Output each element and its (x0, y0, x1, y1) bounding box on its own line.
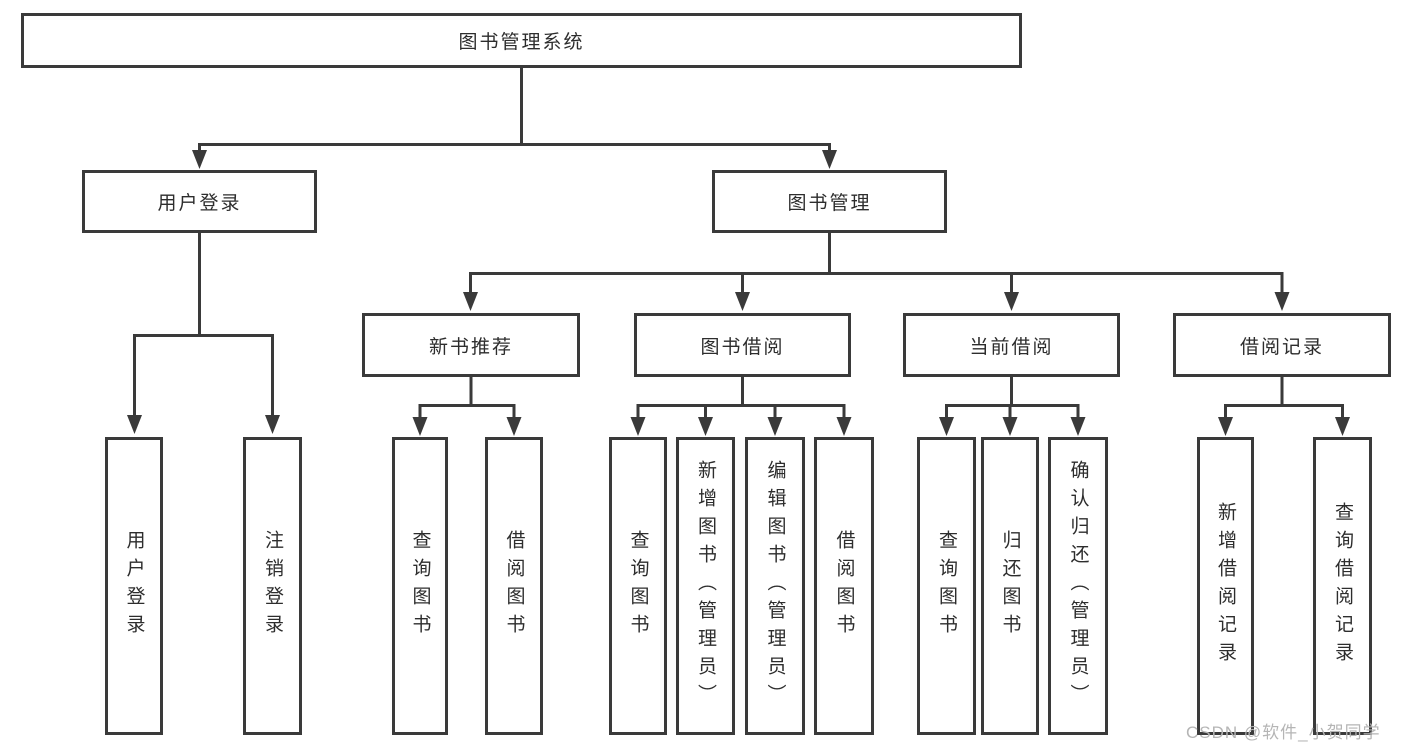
node-label: 查询借阅记录 (1332, 502, 1353, 670)
node-book-borrowing: 图书借阅 (634, 313, 851, 377)
leaf-query-borrow-record: 查询借阅记录 (1313, 437, 1372, 735)
leaf-confirm-return-admin: 确认归还（管理员） (1048, 437, 1108, 735)
leaf-query-books-current: 查询图书 (917, 437, 976, 735)
csdn-watermark: CSDN @软件_小贺同学 (1186, 723, 1381, 742)
node-label: 编辑图书（管理员） (764, 460, 786, 712)
leaf-add-books-admin: 新增图书（管理员） (676, 437, 735, 735)
node-label: 图书借阅 (700, 336, 785, 358)
node-new-book-recommend: 新书推荐 (362, 313, 580, 377)
leaf-borrow-books-recommend: 借阅图书 (485, 437, 543, 735)
leaf-borrow-books-borrowing: 借阅图书 (814, 437, 874, 735)
node-label: 用户登录 (157, 193, 242, 214)
node-label: 查询图书 (627, 530, 649, 642)
node-current-borrowing: 当前借阅 (903, 313, 1120, 377)
node-label: 查询图书 (409, 530, 431, 642)
leaf-add-borrow-record: 新增借阅记录 (1197, 437, 1254, 735)
node-label: 归还图书 (999, 530, 1021, 642)
leaf-user-login: 用户登录 (105, 437, 163, 735)
node-label: 新增借阅记录 (1215, 502, 1236, 670)
leaf-return-books: 归还图书 (981, 437, 1039, 735)
node-label: 借阅记录 (1239, 336, 1324, 358)
node-label: 当前借阅 (969, 336, 1054, 358)
node-label: 借阅图书 (503, 530, 525, 642)
node-label: 图书管理系统 (458, 32, 585, 53)
node-label: 新书推荐 (428, 336, 513, 358)
node-label: 新增图书（管理员） (695, 460, 716, 712)
node-user-login: 用户登录 (82, 170, 317, 233)
leaf-query-books-borrowing: 查询图书 (609, 437, 667, 735)
node-label: 查询图书 (936, 530, 957, 642)
node-label: 用户登录 (123, 530, 145, 642)
node-label: 图书管理 (787, 193, 872, 214)
node-label: 确认归还（管理员） (1067, 460, 1089, 712)
node-label: 注销登录 (262, 530, 283, 642)
node-label: 借阅图书 (833, 530, 855, 642)
leaf-edit-books-admin: 编辑图书（管理员） (745, 437, 805, 735)
leaf-query-books-recommend: 查询图书 (392, 437, 448, 735)
node-borrowing-records: 借阅记录 (1173, 313, 1391, 377)
node-library-management-system: 图书管理系统 (21, 13, 1022, 68)
node-book-management: 图书管理 (712, 170, 947, 233)
leaf-logout: 注销登录 (243, 437, 302, 735)
